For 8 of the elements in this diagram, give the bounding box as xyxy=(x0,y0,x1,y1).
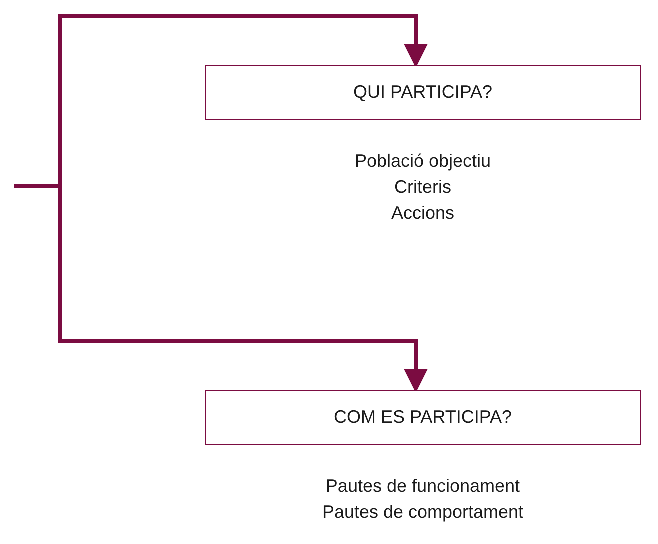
heading-box: COM ES PARTICIPA? xyxy=(205,390,641,445)
list-item: Accions xyxy=(391,202,455,225)
heading-box: QUI PARTICIPA? xyxy=(205,65,641,120)
list-item: Pautes de funcionament xyxy=(326,475,520,498)
list-item: Població objectiu xyxy=(354,150,492,173)
bracket-arrow xyxy=(14,184,428,393)
list-item: Pautes de comportament xyxy=(322,501,524,524)
list-item: Criteris xyxy=(394,176,452,199)
